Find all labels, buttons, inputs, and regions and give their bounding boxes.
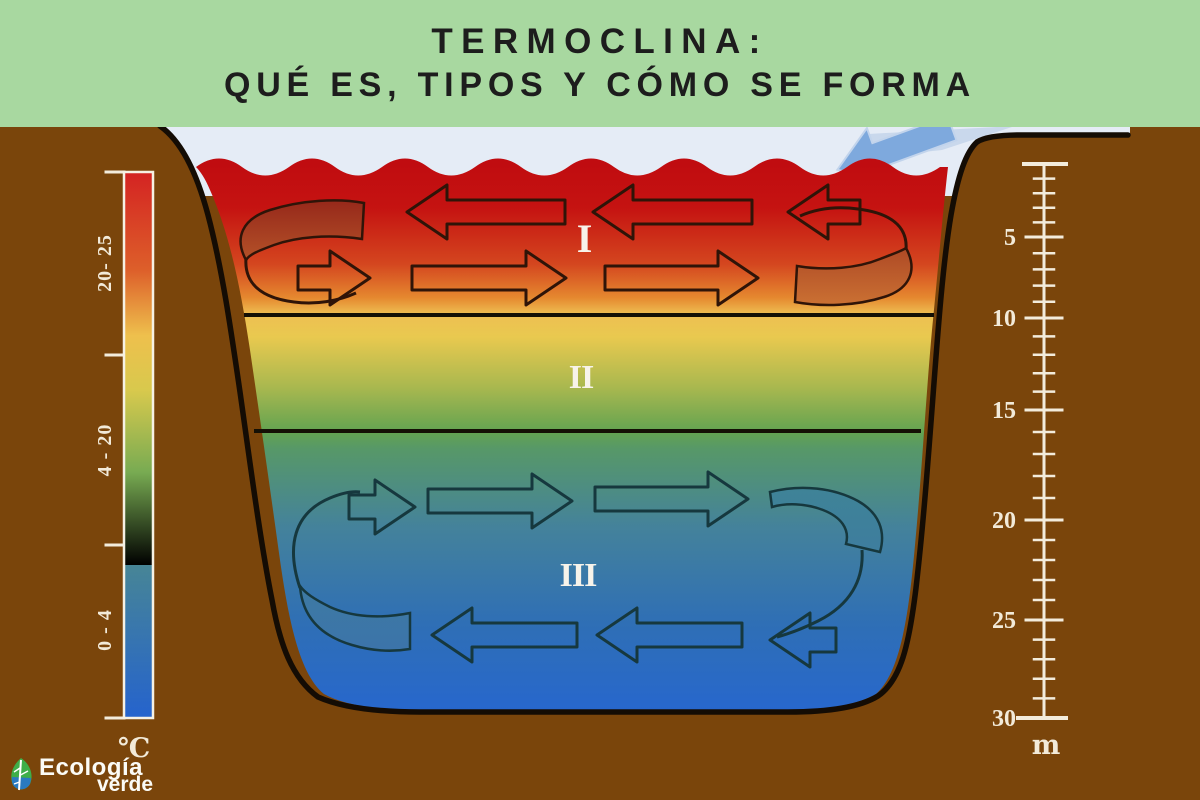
depth-label-5: 5 [1004,225,1016,251]
flow-arrow [595,606,744,664]
depth-unit-label: m [1032,730,1061,761]
ecologia-verde-logo: Ecología verde [7,756,153,795]
flow-arrow [786,183,862,241]
zone-3-label: III [560,557,597,594]
basin-outline [157,123,1131,715]
flow-arrow [768,611,838,669]
flow-arrow [410,249,568,307]
logo-word-2: verde [97,773,154,796]
flow-arrow [347,478,417,536]
depth-label-30: 30 [992,706,1016,732]
flow-arrow [426,472,574,530]
flow-arrow [593,470,750,528]
title-line-2: QUÉ ES, TIPOS Y CÓMO SE FORMA [223,66,976,105]
zone-1-label: I [577,216,592,261]
earth-wall-right [845,124,1200,720]
flow-arrow [591,183,754,241]
flow-arrow [430,606,579,664]
circulation-arrows [296,183,862,669]
depth-label-10: 10 [992,306,1016,332]
flow-arrow [296,249,372,307]
leaf-icon [11,758,32,791]
zone-3-circulation [292,486,884,652]
header-banner: TERMOCLINA: QUÉ ES, TIPOS Y CÓMO SE FORM… [0,0,1200,127]
depth-scale: 5 10 15 20 25 30 [992,162,1068,732]
flow-arrow [405,183,567,241]
temp-range-warm: 20- 25 [94,234,116,292]
earth-wall-left [0,124,365,720]
temperature-scale: 20- 25 4 - 20 0 - 4 ℃ [94,170,155,764]
depth-label-25: 25 [992,608,1016,634]
temp-range-cold: 0 - 4 [94,609,116,651]
temperature-gradient-bar [122,170,155,720]
temp-unit-label: ℃ [118,733,150,764]
depth-label-20: 20 [992,508,1016,534]
lake-water [196,158,948,710]
title-line-1: TERMOCLINA: [431,22,769,62]
zone-2-label: II [569,359,594,396]
logo-word-1: Ecología [39,754,144,781]
depth-label-15: 15 [992,398,1016,424]
flow-arrow [603,249,760,307]
temp-range-mid: 4 - 20 [94,424,116,477]
